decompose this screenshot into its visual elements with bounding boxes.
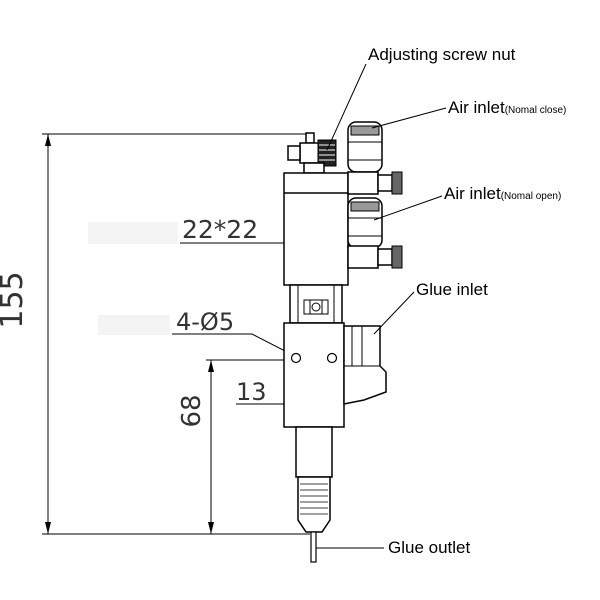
dimension-22x22-label: 22*22 [182,215,258,244]
label-air-inlet-top-note: (Nomal close) [505,105,567,116]
ghost-text [88,222,178,335]
leader-air-inlet-top [371,107,447,129]
air-fitting-bottom [347,197,403,269]
label-adjusting-screw-nut: Adjusting screw nut [368,45,516,64]
glue-inlet-fitting [343,325,387,405]
label-air-inlet-top-main: Air inlet [448,98,505,117]
upper-cylinder [283,172,349,286]
adjusting-nut [317,139,337,167]
neck [303,162,325,174]
dimension-4-d5-label: 4-Ø5 [176,308,234,336]
dimension-13-label: 13 [236,378,267,406]
label-air-inlet-top: Air inlet(Nomal close) [448,98,566,117]
label-glue-inlet: Glue inlet [416,280,488,299]
leader-adjusting-screw-nut [326,63,367,151]
dimension-68-label: 68 [177,394,207,427]
mount-hole-right [326,352,338,364]
dimension-155-label: 155 [0,271,30,328]
mount-hole-left [290,352,302,364]
top-stem [305,132,315,144]
threaded-nozzle [297,476,331,533]
dimension-155: 155 [0,133,310,535]
callout-leaders [316,63,447,549]
leader-glue-inlet [373,291,415,335]
dimension-68: 68 [177,359,294,535]
leader-air-inlet-bottom [373,195,443,221]
needle [310,531,317,563]
label-air-inlet-bottom: Air inlet(Nomal open) [444,184,561,203]
air-fitting-top [347,121,403,195]
label-air-inlet-bottom-main: Air inlet [444,184,501,203]
label-air-inlet-bottom-note: (Nomal open) [501,191,562,202]
left-nub [287,145,301,161]
nozzle-holder [295,426,333,478]
valve-body [283,132,387,563]
glue-block [283,322,345,428]
label-glue-outlet: Glue outlet [388,538,470,557]
